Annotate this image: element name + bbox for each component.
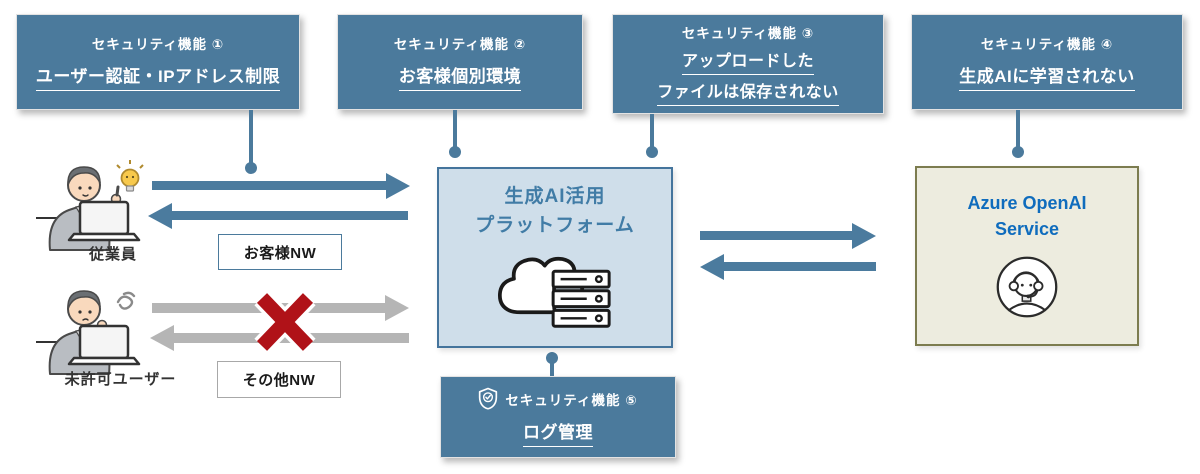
arrow-platform-to-azure: [700, 223, 876, 249]
arrow-azure-to-platform: [700, 254, 876, 280]
security-feature-2-title: セキュリティ機能 ②: [393, 37, 527, 52]
customer-network-text: お客様NW: [243, 244, 317, 262]
pin-feature5: [550, 358, 554, 378]
platform-title-line1: 生成AI活用: [504, 186, 606, 207]
security-feature-2-text: お客様個別環境: [398, 62, 522, 91]
security-feature-box-5: セキュリティ機能 ⑤ ログ管理: [440, 376, 676, 458]
shield-check-icon: [479, 387, 498, 410]
pin-feature4-dot: [1012, 146, 1024, 158]
pin-feature2: [453, 110, 457, 154]
arrow-platform-to-employee: [148, 203, 408, 229]
employee-label: 従業員: [88, 246, 137, 263]
pin-feature3: [650, 114, 654, 154]
idea-lightbulb-icon: [116, 160, 144, 192]
pin-feature3-dot: [646, 146, 658, 158]
security-feature-1-title: セキュリティ機能 ①: [91, 37, 225, 52]
pin-feature1-dot: [245, 162, 257, 174]
azure-title: Azure OpenAI Service: [967, 190, 1086, 242]
platform-title-line2: プラットフォーム: [475, 214, 635, 236]
confusion-squiggle-icon: [116, 291, 136, 310]
pin-feature2-dot: [449, 146, 461, 158]
security-feature-3-text-line1: アップロードした: [681, 47, 814, 75]
unauthorized-user-label: 未許可ユーザー: [64, 371, 177, 388]
security-feature-box-4: セキュリティ機能 ④ 生成AIに学習されない: [911, 14, 1183, 110]
person-at-laptop-idea-illustration: [36, 160, 144, 251]
other-network-text: その他NW: [242, 372, 316, 389]
platform-title: 生成AI活用 プラットフォーム: [475, 183, 634, 240]
security-feature-3-text-line2: ファイルは保存されない: [657, 78, 839, 106]
security-feature-5-title: セキュリティ機能 ⑤: [505, 392, 638, 408]
person-at-laptop-worried-illustration: [36, 290, 141, 375]
security-feature-box-3: セキュリティ機能 ③ アップロードした ファイルは保存されない: [612, 14, 884, 114]
azure-title-line1: Azure OpenAI: [967, 193, 1087, 213]
azure-title-line2: Service: [994, 219, 1060, 240]
security-feature-4-text: 生成AIに学習されない: [959, 62, 1135, 91]
other-network-label: その他NW: [217, 361, 341, 398]
support-agent-icon: [996, 256, 1058, 318]
platform-box: 生成AI活用 プラットフォーム: [437, 167, 673, 348]
security-feature-box-2: セキュリティ機能 ② お客様個別環境: [337, 14, 583, 110]
customer-network-label: お客様NW: [218, 234, 342, 270]
security-feature-3-title: セキュリティ機能 ③: [681, 26, 815, 41]
security-feature-5-text: ログ管理: [523, 418, 593, 447]
pin-feature1: [249, 110, 253, 166]
azure-openai-box: Azure OpenAI Service: [915, 166, 1139, 346]
security-feature-4-title: セキュリティ機能 ④: [980, 37, 1114, 52]
arrow-employee-to-platform: [152, 173, 410, 199]
red-x-icon: [254, 290, 316, 354]
cloud-server-icon: [498, 256, 611, 328]
security-feature-1-text: ユーザー認証・IPアドレス制限: [35, 62, 281, 91]
security-feature-box-1: セキュリティ機能 ① ユーザー認証・IPアドレス制限: [16, 14, 300, 110]
pin-feature4: [1016, 110, 1020, 154]
